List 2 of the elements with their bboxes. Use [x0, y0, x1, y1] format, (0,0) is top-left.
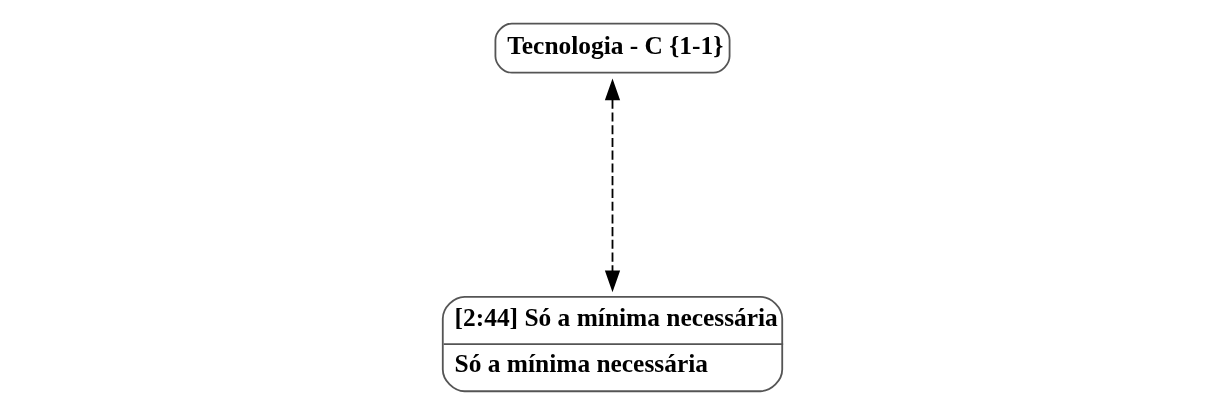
node-box: Tecnologia - C {1-1} [494, 22, 730, 74]
arrow [604, 78, 620, 293]
